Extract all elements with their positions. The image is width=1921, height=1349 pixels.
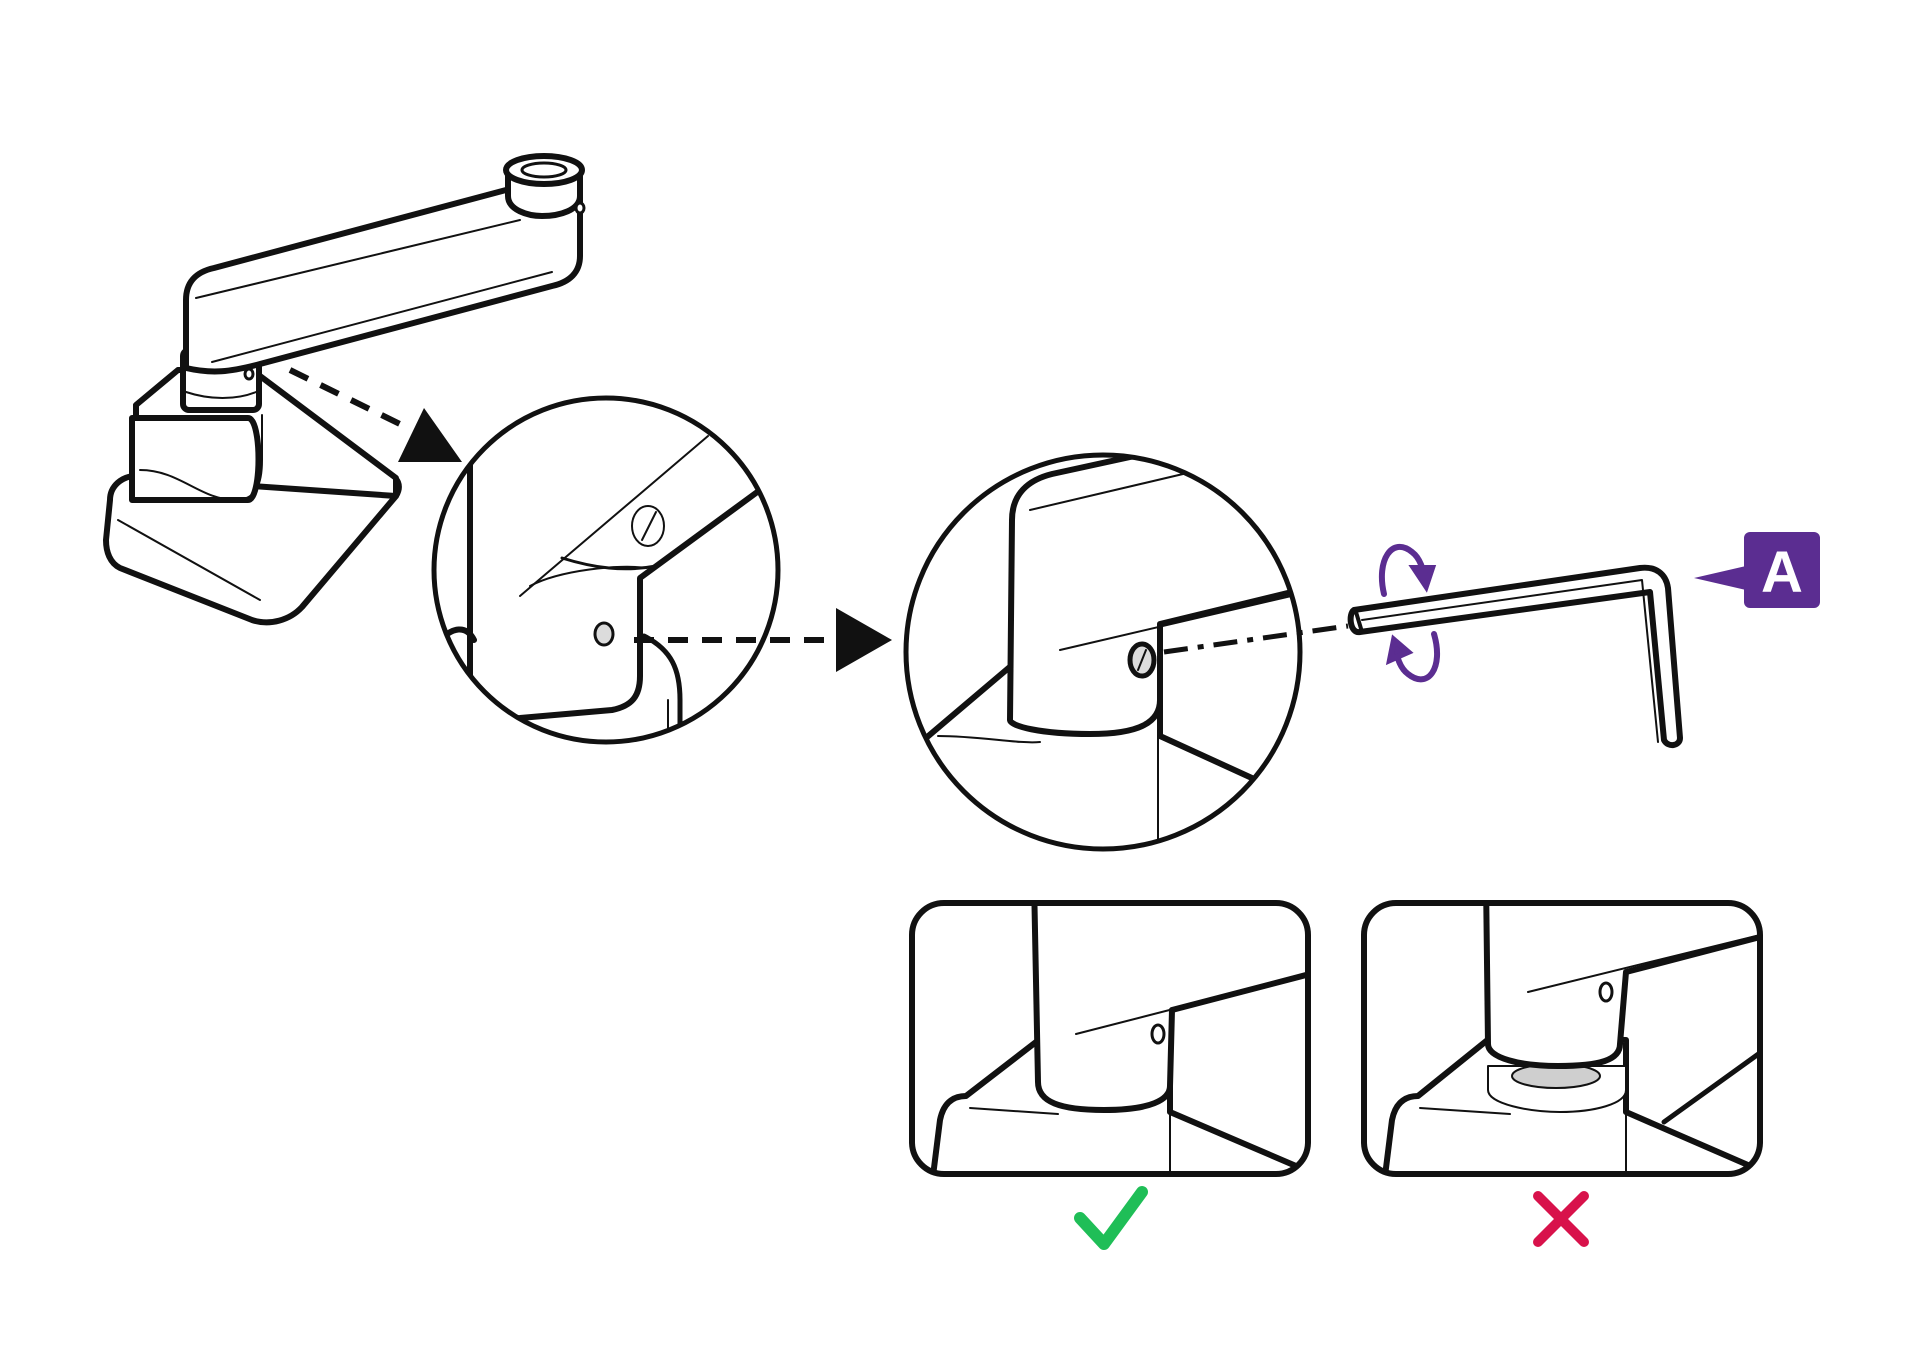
zoom2-arm-top (1029, 469, 1201, 511)
part-label-text: A (1761, 540, 1803, 605)
ok-arm-line (1075, 973, 1308, 1035)
rotate-arrows-icon (1378, 543, 1441, 683)
bad-arm (1483, 903, 1760, 1069)
correct-panel-border (909, 900, 1311, 1177)
zoom1-upper-screw-slot (641, 511, 657, 541)
incorrect-panel-border (1361, 900, 1763, 1177)
arm-base-edge (117, 519, 261, 601)
hex-key-tool (1347, 564, 1683, 748)
arm-joint-screw (243, 367, 255, 381)
bad-screw (1598, 981, 1614, 1003)
incorrect-example-panel (1361, 900, 1763, 1247)
arm-beam-top-line (195, 219, 521, 299)
monitor-arm-overview (103, 153, 586, 626)
arm-head-hole (520, 161, 568, 179)
arm-base-front (129, 415, 262, 503)
dashed-pointer (288, 367, 410, 431)
zoom1-joint-screw (593, 621, 615, 647)
pointer-arm-to-zoom (288, 367, 462, 462)
arm-beam-line (211, 271, 553, 363)
zoom-circle-1-border (431, 395, 781, 745)
rotate-arrow-upper (1408, 565, 1437, 593)
cross-icon (1533, 1191, 1589, 1247)
zoom1-arm-lip2 (560, 556, 658, 571)
arm-base-plate (103, 473, 402, 626)
part-label-pointer (1694, 566, 1746, 590)
zoom-circle-joint (431, 395, 781, 745)
pointer-arrowhead (398, 408, 462, 462)
ok-base-top (969, 1107, 1059, 1115)
zoom2-base-top (937, 735, 1041, 744)
pointer-arrowhead-2 (836, 608, 892, 672)
zoom-circle-2-border (903, 452, 1303, 852)
part-label-box (1744, 532, 1820, 608)
zoom2-arm-line (1059, 593, 1300, 651)
hex-key-inner-line (1361, 579, 1659, 743)
hex-key-body (1347, 564, 1683, 748)
bad-base-block (1379, 1035, 1760, 1174)
ok-screw (1150, 1023, 1166, 1045)
bad-back-edge (1661, 1047, 1760, 1125)
rotate-arrow-lower (1385, 634, 1414, 666)
zoom1-arm-top-edge (519, 435, 709, 597)
checkmark-icon (1074, 1186, 1148, 1250)
dash-dot-alignment-line (1163, 623, 1349, 655)
part-label-badge: A (1694, 532, 1820, 608)
bad-arm-line (1527, 933, 1760, 993)
hex-key-tip (1354, 610, 1364, 634)
arm-column-ring (185, 391, 257, 399)
ok-arm (1031, 903, 1308, 1113)
arm-base-curve (139, 414, 263, 501)
zoom2-screw-slot (1137, 649, 1147, 671)
bad-base-top (1419, 1107, 1511, 1115)
arm-head-screw (574, 201, 586, 215)
correct-example-panel (909, 900, 1311, 1250)
ok-base-block (927, 1039, 1308, 1174)
pointer-zoom1-to-zoom2 (634, 608, 892, 672)
zoom-circle-screw (903, 452, 1303, 852)
cross-stroke-2 (1533, 1191, 1589, 1247)
